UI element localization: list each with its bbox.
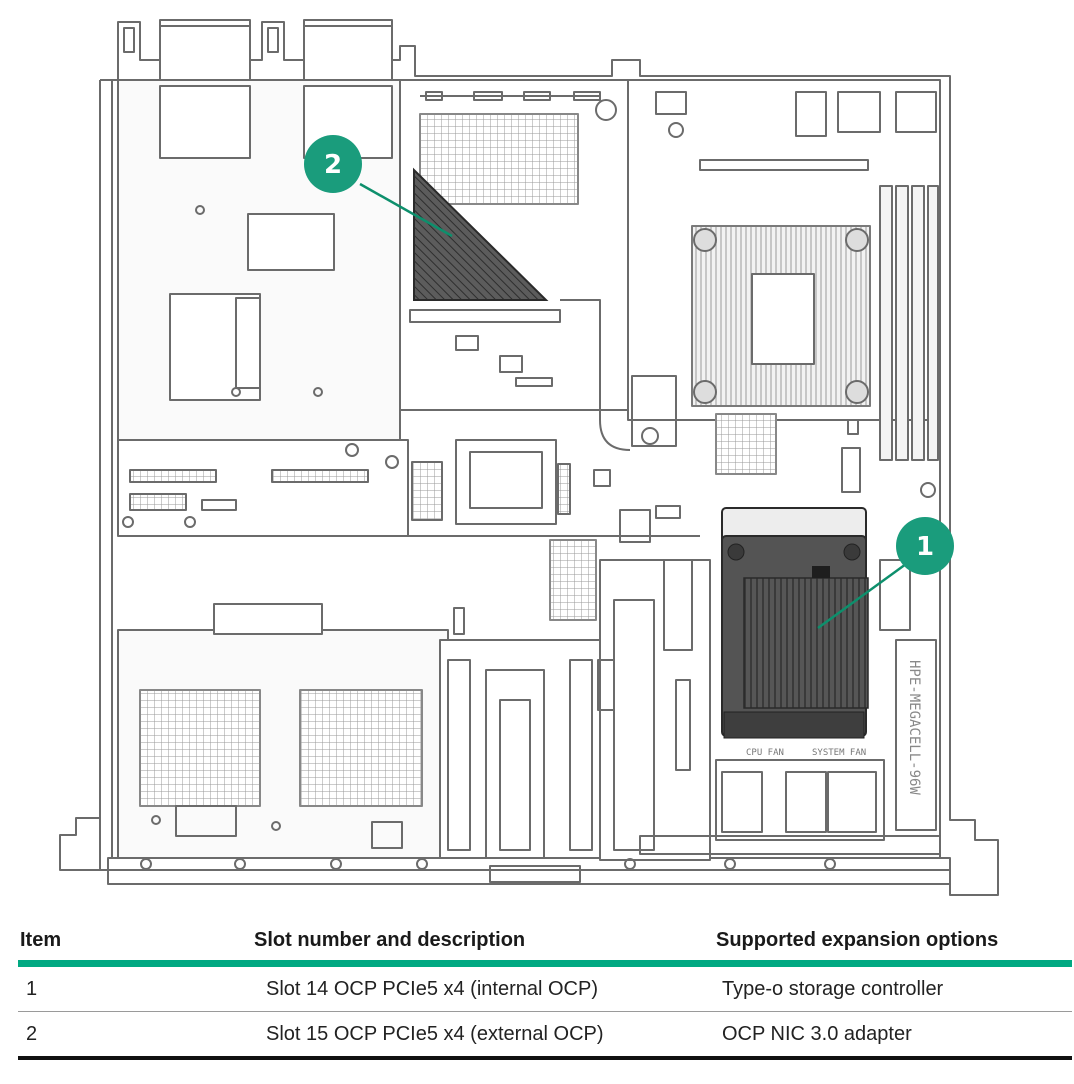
cell-slot: Slot 14 OCP PCIe5 x4 (internal OCP) xyxy=(252,963,714,1012)
callout-1: 1 xyxy=(896,517,954,575)
server-chassis-diagram: CPU FAN SYSTEM FAN HPE-MEGACELL-96W 2 1 xyxy=(59,19,999,896)
callout-1-number: 1 xyxy=(916,532,934,562)
cell-options: OCP NIC 3.0 adapter xyxy=(714,1011,1072,1060)
callout-2-leader xyxy=(359,182,453,238)
header-options: Supported expansion options xyxy=(714,922,1072,967)
megacell-label: HPE-MEGACELL-96W xyxy=(906,660,922,795)
cell-options: Type-o storage controller xyxy=(714,963,1072,1012)
cell-item: 1 xyxy=(18,963,252,1012)
slot-15-external-ocp xyxy=(413,167,549,301)
cpu-fan-label: CPU FAN xyxy=(746,748,784,758)
header-item: Item xyxy=(18,922,252,967)
cell-item: 2 xyxy=(18,1011,252,1060)
callout-1-leader xyxy=(817,562,907,630)
table-row: 2 Slot 15 OCP PCIe5 x4 (external OCP) OC… xyxy=(18,1011,1072,1060)
callout-2-number: 2 xyxy=(324,150,342,180)
callout-2: 2 xyxy=(304,135,362,193)
header-slot: Slot number and description xyxy=(252,922,714,967)
table-row: 1 Slot 14 OCP PCIe5 x4 (internal OCP) Ty… xyxy=(18,963,1072,1012)
system-fan-label: SYSTEM FAN xyxy=(812,748,866,758)
table-header-row: Item Slot number and description Support… xyxy=(18,922,1072,967)
cell-slot: Slot 15 OCP PCIe5 x4 (external OCP) xyxy=(252,1011,714,1060)
slot-14-internal-ocp xyxy=(721,507,869,739)
slot-table: Item Slot number and description Support… xyxy=(18,922,1072,1060)
